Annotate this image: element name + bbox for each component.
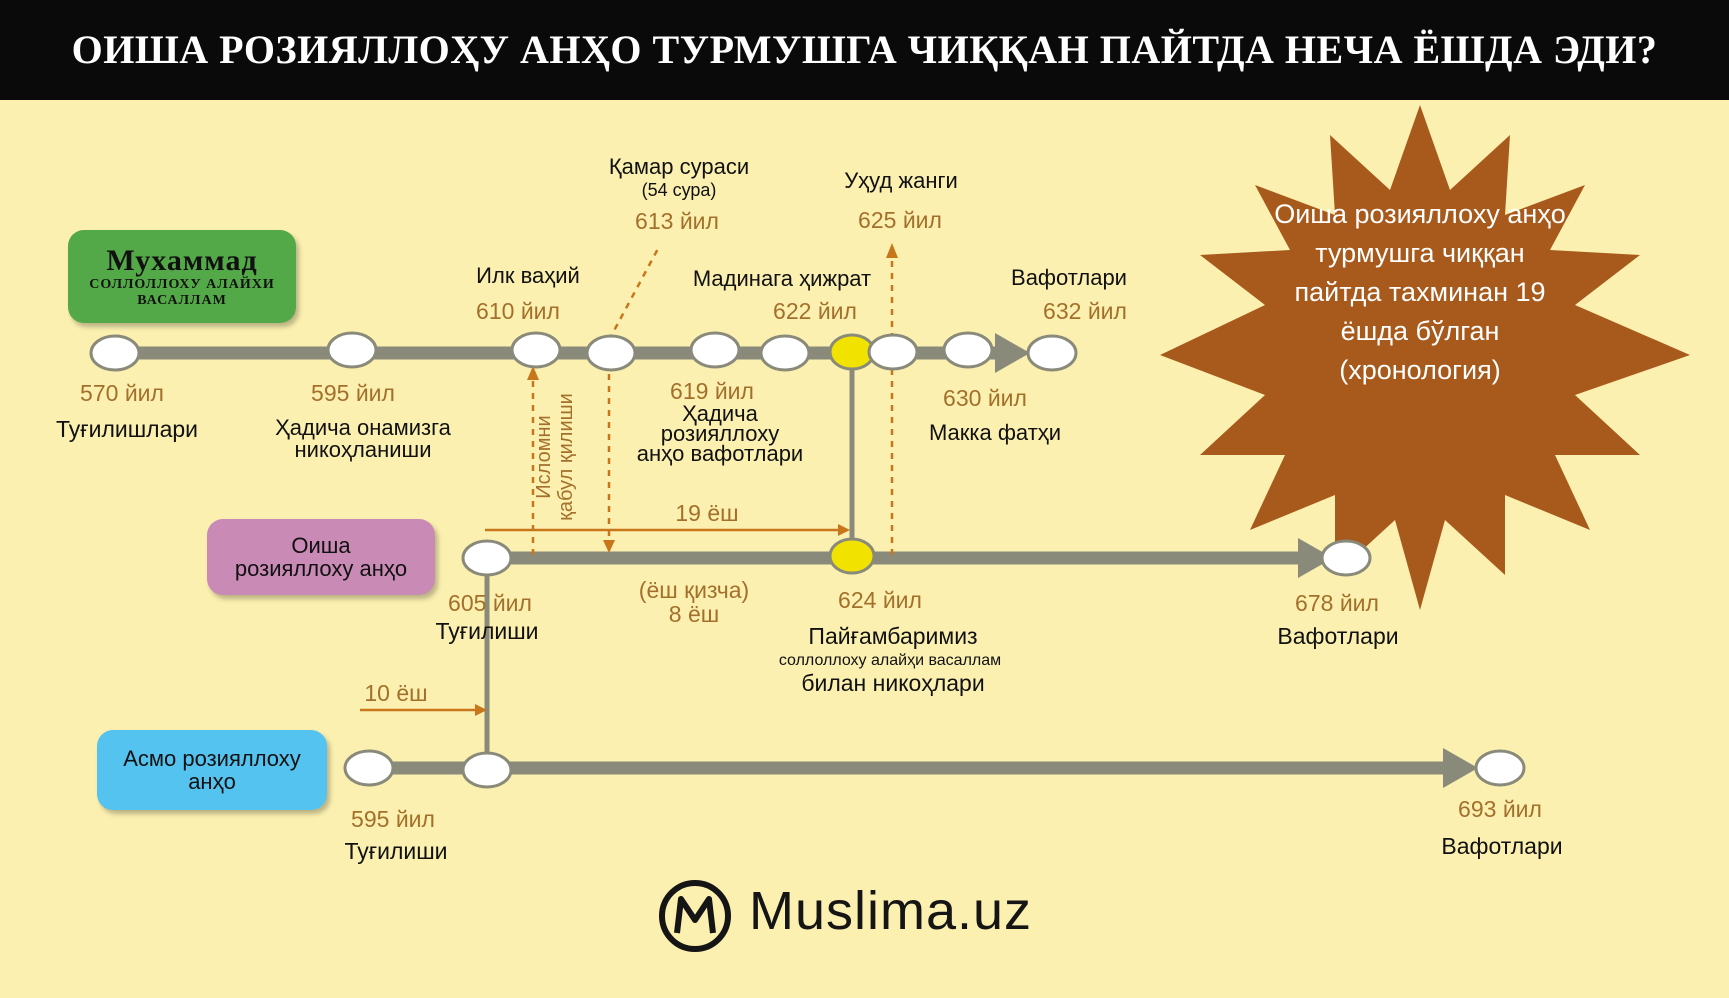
- muhammad-name: Мухаммад: [106, 243, 258, 277]
- qamar-dashed-diagonal: [607, 244, 662, 341]
- node-595: [326, 331, 378, 369]
- oisha-label2-624: билан никоҳлари: [801, 670, 985, 696]
- node-asmo-605: [461, 751, 513, 789]
- age-19-arrowhead: [838, 524, 850, 536]
- uhud-arrowhead: [886, 243, 898, 258]
- person-pill-asmo: Асмо розияллоху анҳо: [97, 730, 327, 810]
- brand-logo-icon: [659, 880, 731, 952]
- event-note-613: (54 сура): [641, 180, 717, 200]
- oisha-year-624: 624 йил: [838, 587, 922, 613]
- node-613: [585, 334, 637, 372]
- age-10-arrowhead: [475, 704, 487, 716]
- asmo-timeline-arrow: [1443, 748, 1478, 788]
- event-label-613: Қамар сураси: [608, 154, 750, 179]
- event-label-570: Туғилишлари: [55, 416, 199, 442]
- brand: Muslima.uz: [655, 880, 1032, 942]
- muhammad-honorific: СОЛЛОЛЛОХУ АЛАЙХИ ВАСАЛЛАМ: [89, 276, 275, 308]
- asmo-year-693: 693 йил: [1458, 796, 1542, 822]
- muhammad-timeline-arrow: [995, 333, 1030, 373]
- event-year-613: 613 йил: [635, 208, 719, 234]
- age-19-label: 19 ёш: [675, 500, 739, 526]
- event-year-625: 625 йил: [858, 207, 942, 233]
- person-pill-muhammad: Мухаммад СОЛЛОЛЛОХУ АЛАЙХИ ВАСАЛЛАМ: [68, 230, 296, 323]
- oisha-year-678: 678 йил: [1295, 590, 1379, 616]
- person-pill-oisha: Оиша розияллоху анҳо: [207, 519, 435, 595]
- event-label-632: Вафотлари: [1011, 265, 1127, 290]
- node-622: [828, 333, 876, 371]
- brand-logo-m: [674, 896, 716, 934]
- node-630: [942, 331, 994, 369]
- event-label-610: Илк ваҳий: [476, 263, 580, 288]
- oisha-name: Оиша розияллоху анҳо: [234, 533, 408, 581]
- age-8-label: (ёш қизча) 8 ёш: [638, 577, 750, 627]
- node-asmo-595: [343, 749, 395, 787]
- oisha-year-605: 605 йил: [448, 590, 532, 616]
- event-label-595: Ҳадича онамизга никоҳланиши: [275, 415, 451, 462]
- oisha-label-624: Пайғамбаримиз: [808, 623, 978, 649]
- oisha-label-678: Вафотлари: [1277, 623, 1399, 649]
- node-632: [1026, 334, 1078, 372]
- oisha-timeline-arrow: [1298, 538, 1333, 578]
- page-title: ОИША РОЗИЯЛЛОҲУ АНҲО ТУРМУШГА ЧИҚҚАН ПАЙ…: [71, 27, 1658, 72]
- node-605: [461, 539, 513, 577]
- star-callout-shape: [1160, 105, 1690, 610]
- brand-name: Muslima.uz: [749, 881, 1033, 941]
- qamar-arrowhead: [603, 540, 615, 553]
- asmo-name: Асмо розияллоху анҳо: [123, 746, 301, 794]
- node-624: [828, 537, 876, 575]
- event-year-632: 632 йил: [1043, 298, 1127, 324]
- node-619: [689, 331, 741, 369]
- islam-accept-annotation: Исломни қабул қилиши: [533, 393, 577, 521]
- oisha-sub-624: соллоллоху алайҳи васаллам: [778, 652, 1002, 669]
- event-label-622: Мадинага ҳижрат: [692, 266, 872, 291]
- age-10-label: 10 ёш: [364, 680, 428, 706]
- title-bar: [0, 0, 1729, 100]
- event-year-610: 610 йил: [476, 298, 560, 324]
- islam-accept-arrowhead: [527, 366, 539, 380]
- event-label-625: Уҳуд жанги: [844, 168, 958, 193]
- event-year-630: 630 йил: [943, 385, 1027, 411]
- callout-text: Оиша розияллоху анҳо турмушга чиққан пай…: [1274, 199, 1566, 385]
- node-693: [1474, 749, 1526, 787]
- asmo-label-595: Туғилиши: [344, 838, 448, 864]
- event-year-595: 595 йил: [311, 380, 395, 406]
- asmo-label-693: Вафотлари: [1441, 833, 1563, 859]
- asmo-year-595: 595 йил: [351, 806, 435, 832]
- event-year-622: 622 йил: [773, 298, 857, 324]
- node-678: [1320, 539, 1372, 577]
- event-label-619: Ҳадича розияллоху анҳо вафотлари: [636, 401, 804, 466]
- node-570: [89, 334, 141, 372]
- event-year-619: 619 йил: [670, 378, 754, 404]
- event-year-570: 570 йил: [80, 380, 164, 406]
- node-610: [510, 331, 562, 369]
- node-620: [759, 334, 811, 372]
- oisha-label-605: Туғилиши: [435, 618, 539, 644]
- event-label-630: Макка фатҳи: [928, 420, 1062, 445]
- node-625: [867, 333, 919, 371]
